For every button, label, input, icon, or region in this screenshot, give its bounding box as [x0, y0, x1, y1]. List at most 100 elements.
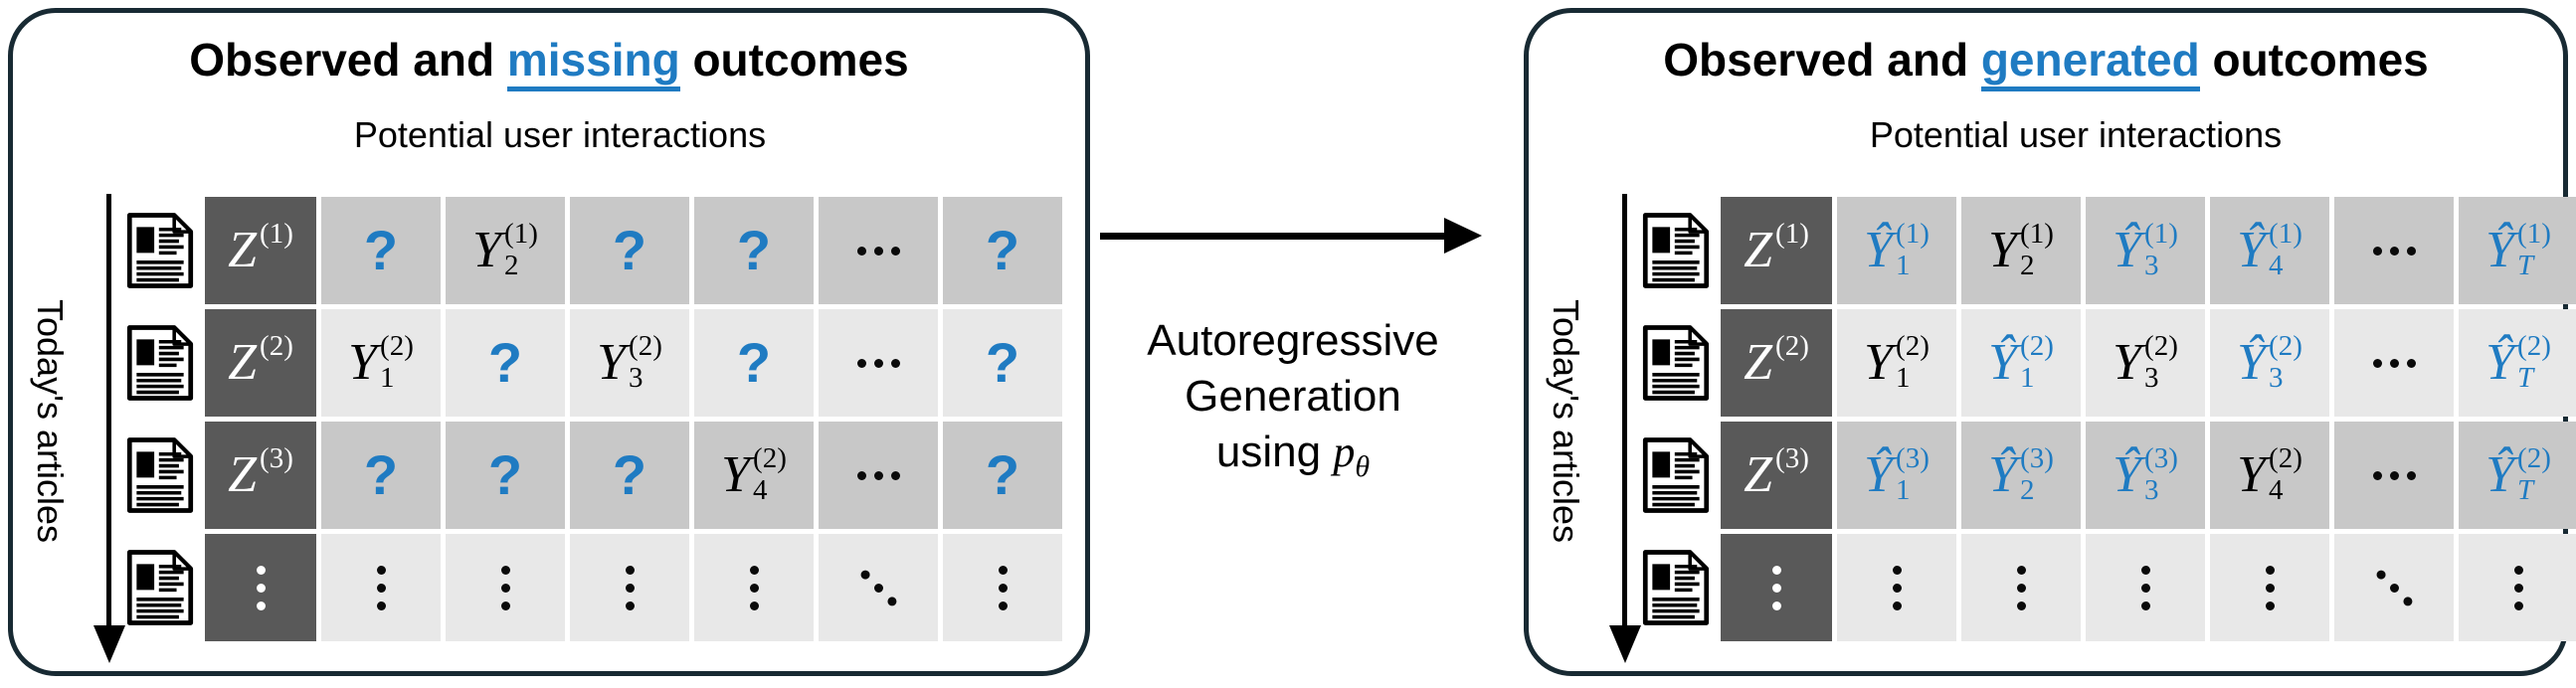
observed-outcome-cell: Y(2)4: [694, 422, 814, 529]
vdots-glyph: [998, 565, 1008, 610]
z-label-cell: Z(2): [1721, 309, 1832, 417]
dot: [1892, 583, 1902, 593]
missing-outcome-cell: ?: [943, 309, 1062, 417]
observed-outcome-cell: Y(2)1: [321, 309, 441, 417]
missing-outcome-cell: ?: [943, 197, 1062, 304]
math-expression: Z(3): [228, 442, 293, 503]
dot: [2513, 583, 2523, 593]
dot: [998, 565, 1008, 575]
title-highlight-generated: generated: [1980, 34, 2200, 91]
dot: [376, 565, 386, 575]
z-label-cell: Z(1): [205, 197, 316, 304]
dot: [856, 246, 866, 256]
dot: [873, 470, 883, 480]
math-expression: Z(1): [228, 218, 293, 278]
question-mark: ?: [612, 219, 647, 281]
z-label-cell: Z(1): [1721, 197, 1832, 304]
observed-outcome-cell: Y(2)1: [1837, 309, 1956, 417]
ellipsis-cell: [2334, 422, 2454, 529]
question-mark: ?: [363, 443, 399, 506]
title-prefix: Observed and: [189, 34, 507, 86]
math-expression: Y(1)2: [472, 218, 538, 281]
article-icon-cell: [120, 422, 200, 529]
generated-outcome-cell: Ŷ(2)T: [2459, 309, 2576, 417]
math-expression: Ŷ(3)2: [1988, 442, 2054, 506]
dot: [2016, 583, 2026, 593]
columns-label: Potential user interactions: [353, 114, 767, 155]
math-expression: Y(2)3: [2113, 330, 2178, 394]
math-expression: Z(2): [1744, 330, 1809, 391]
using-text: using: [1215, 428, 1334, 476]
formula-subscript: θ: [1355, 450, 1371, 483]
dot: [256, 583, 266, 593]
formula-base: p: [1333, 428, 1356, 476]
hdots-glyph: [2372, 470, 2416, 480]
vdots-cell: [943, 534, 1062, 641]
dot: [500, 565, 510, 575]
dot: [749, 583, 759, 593]
dot: [1892, 565, 1902, 575]
generated-outcome-cell: Ŷ(2)1: [1961, 309, 2081, 417]
vdots-glyph: [2513, 565, 2523, 610]
vdots-cell: [2086, 534, 2205, 641]
observed-outcome-cell: Y(1)2: [1961, 197, 2081, 304]
math-expression: Y(1)2: [1988, 218, 2054, 281]
dot: [749, 565, 759, 575]
generation-arrow-line: [1100, 233, 1448, 240]
hdots-glyph: [856, 246, 900, 256]
dot: [500, 583, 510, 593]
dot: [2265, 583, 2275, 593]
dot: [500, 601, 510, 610]
columns-label: Potential user interactions: [1869, 114, 2283, 155]
dot: [1892, 601, 1902, 610]
missing-outcome-cell: ?: [446, 422, 565, 529]
article-icon-cell: [1636, 197, 1716, 304]
rows-label: Today's articles: [1546, 298, 1586, 543]
vdots-cell: [570, 534, 689, 641]
ddots-glyph: [858, 568, 898, 607]
dot: [2372, 470, 2382, 480]
dot: [749, 601, 759, 610]
dot: [2389, 358, 2399, 368]
dot: [856, 470, 866, 480]
dot: [2140, 583, 2150, 593]
article-icon-cell: [1636, 309, 1716, 417]
dot: [873, 358, 883, 368]
math-expression: Z(2): [228, 330, 293, 391]
article-icon: [126, 213, 194, 288]
missing-outcome-cell: ?: [321, 422, 441, 529]
articles-arrow-line: [1622, 194, 1627, 627]
vdots-cell: [2210, 534, 2329, 641]
missing-outcomes-panel: Observed and missing outcomes Potential …: [8, 8, 1090, 676]
vdots-glyph: [500, 565, 510, 610]
vdots-glyph: [625, 565, 635, 610]
math-expression: Ŷ(3)1: [1864, 442, 1930, 506]
generated-outcome-cell: Ŷ(1)4: [2210, 197, 2329, 304]
generated-outcome-cell: Ŷ(1)1: [1837, 197, 1956, 304]
articles-arrow-head-icon: [1609, 625, 1641, 663]
ddots-glyph: [2374, 568, 2414, 607]
dot: [885, 595, 898, 607]
dot: [2389, 246, 2399, 256]
title-suffix: outcomes: [2199, 34, 2429, 86]
dot: [625, 583, 635, 593]
article-icon: [1642, 437, 1710, 513]
vdots-glyph: [1771, 565, 1781, 610]
vdots-glyph: [749, 565, 759, 610]
missing-outcome-cell: ?: [694, 197, 814, 304]
dot: [998, 583, 1008, 593]
dot: [858, 568, 871, 581]
article-icon: [126, 437, 194, 513]
generated-outcomes-panel: Observed and generated outcomes Potentia…: [1524, 8, 2576, 676]
generation-caption: Autoregressive Generation using pθ: [1089, 313, 1497, 495]
generation-arrow-head-icon: [1444, 218, 1482, 254]
left-panel-title: Observed and missing outcomes: [13, 33, 1085, 91]
math-expression: Ŷ(1)3: [2113, 218, 2178, 281]
missing-outcome-cell: ?: [321, 197, 441, 304]
title-suffix: outcomes: [679, 34, 909, 86]
vdots-glyph: [256, 565, 266, 610]
missing-outcome-cell: ?: [570, 422, 689, 529]
z-label-cell: Z(2): [205, 309, 316, 417]
vdots-cell: [1837, 534, 1956, 641]
observed-outcome-cell: Y(2)3: [570, 309, 689, 417]
